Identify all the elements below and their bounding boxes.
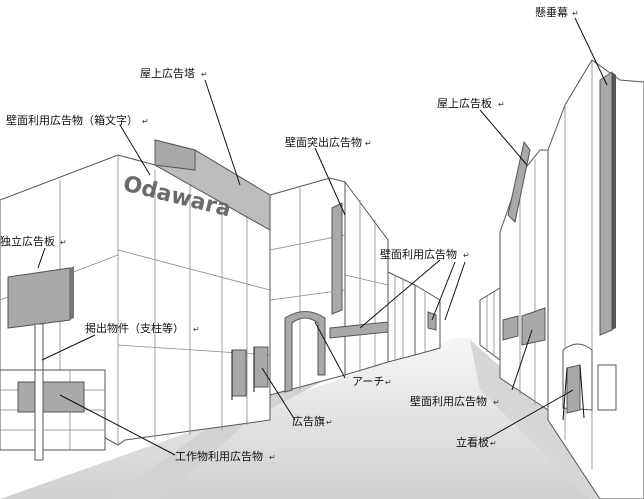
label-ad-flag: 広告旗	[292, 414, 325, 428]
label-projecting-sign: 壁面突出広告物	[285, 135, 362, 149]
structure-sign	[17, 381, 85, 413]
svg-text:↵: ↵	[193, 325, 200, 334]
svg-text:↵: ↵	[269, 453, 276, 462]
label-wall-use-top: 壁面利用広告物	[380, 247, 457, 261]
label-arch: アーチ	[352, 375, 384, 388]
left-shadow	[110, 372, 340, 499]
right-far-buildings	[479, 287, 501, 361]
arch	[284, 311, 326, 393]
label-standing-board: 立看板	[456, 435, 489, 449]
label-rooftop-board: 屋上広告板	[437, 96, 492, 110]
right-wall-sign	[521, 307, 546, 346]
hanging-banner	[599, 71, 613, 336]
svg-text:↵: ↵	[572, 9, 579, 18]
right-front-building	[547, 59, 644, 499]
label-wall-use-bottom: 壁面利用広告物	[410, 394, 487, 408]
small-wall-sign	[427, 311, 437, 331]
svg-text:↵: ↵	[493, 398, 500, 407]
svg-text:↵: ↵	[463, 251, 470, 260]
svg-text:↵: ↵	[60, 238, 67, 247]
labels: 懸垂幕 ↵ 屋上広告塔 ↵ 屋上広告板 ↵ 壁面利用広告物（箱文字） ↵ 壁面突…	[0, 5, 579, 463]
ad-structure	[0, 369, 106, 451]
svg-text:↵: ↵	[142, 117, 149, 126]
right-mid-building	[499, 140, 549, 411]
label-freestanding: 独立広告板	[0, 234, 55, 248]
flag-right	[253, 346, 269, 388]
freestanding-signboard	[7, 267, 71, 329]
label-rooftop-tower: 屋上広告塔	[140, 67, 195, 80]
standing-signboard	[562, 364, 585, 421]
projecting-sign	[331, 202, 343, 315]
svg-text:↵: ↵	[201, 70, 208, 79]
svg-text:↵: ↵	[498, 100, 505, 109]
svg-text:↵: ↵	[490, 439, 497, 448]
flag-left	[231, 349, 247, 397]
far-left-buildings	[387, 271, 441, 363]
label-hanging-banner: 懸垂幕	[535, 5, 568, 19]
label-support: 掲出物件（支柱等）	[85, 321, 184, 335]
svg-text:↵: ↵	[326, 418, 333, 427]
label-structure-use: 工作物利用広告物	[175, 449, 263, 463]
label-box-letters: 壁面利用広告物（箱文字）	[6, 113, 138, 127]
leader-lines	[37, 17, 608, 456]
svg-text:↵: ↵	[385, 378, 392, 387]
svg-text:↵: ↵	[365, 139, 372, 148]
right-wall-sign-small	[502, 315, 519, 341]
